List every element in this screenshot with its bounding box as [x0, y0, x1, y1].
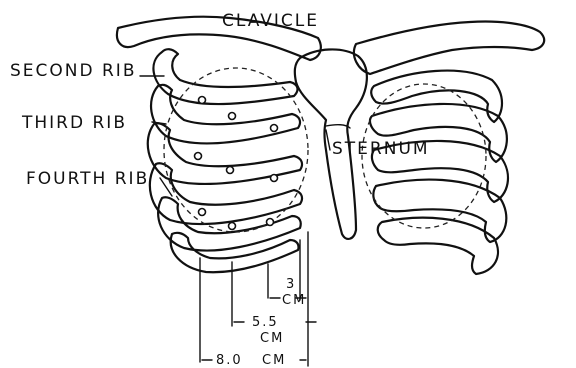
label-sternum: STERNUM — [332, 139, 430, 159]
measure-80-unit: CM — [262, 353, 286, 368]
measure-55-value: 5.5 — [252, 315, 279, 330]
label-fourth-rib: FOURTH RIB — [26, 169, 149, 189]
measure-55-unit: CM — [260, 331, 284, 346]
label-third-rib: THIRD RIB — [21, 113, 127, 133]
left-dashed-outline — [164, 68, 308, 232]
label-second-rib: SECOND RIB — [10, 61, 136, 81]
measure-80-value: 8.0 — [216, 353, 243, 368]
right-clavicle — [354, 21, 544, 74]
label-clavicle: CLAVICLE — [222, 11, 319, 31]
right-ribs — [370, 71, 508, 274]
left-ribs — [148, 49, 302, 272]
measure-3-unit: CM — [282, 293, 306, 308]
measure-3-value: 3 — [286, 277, 296, 292]
